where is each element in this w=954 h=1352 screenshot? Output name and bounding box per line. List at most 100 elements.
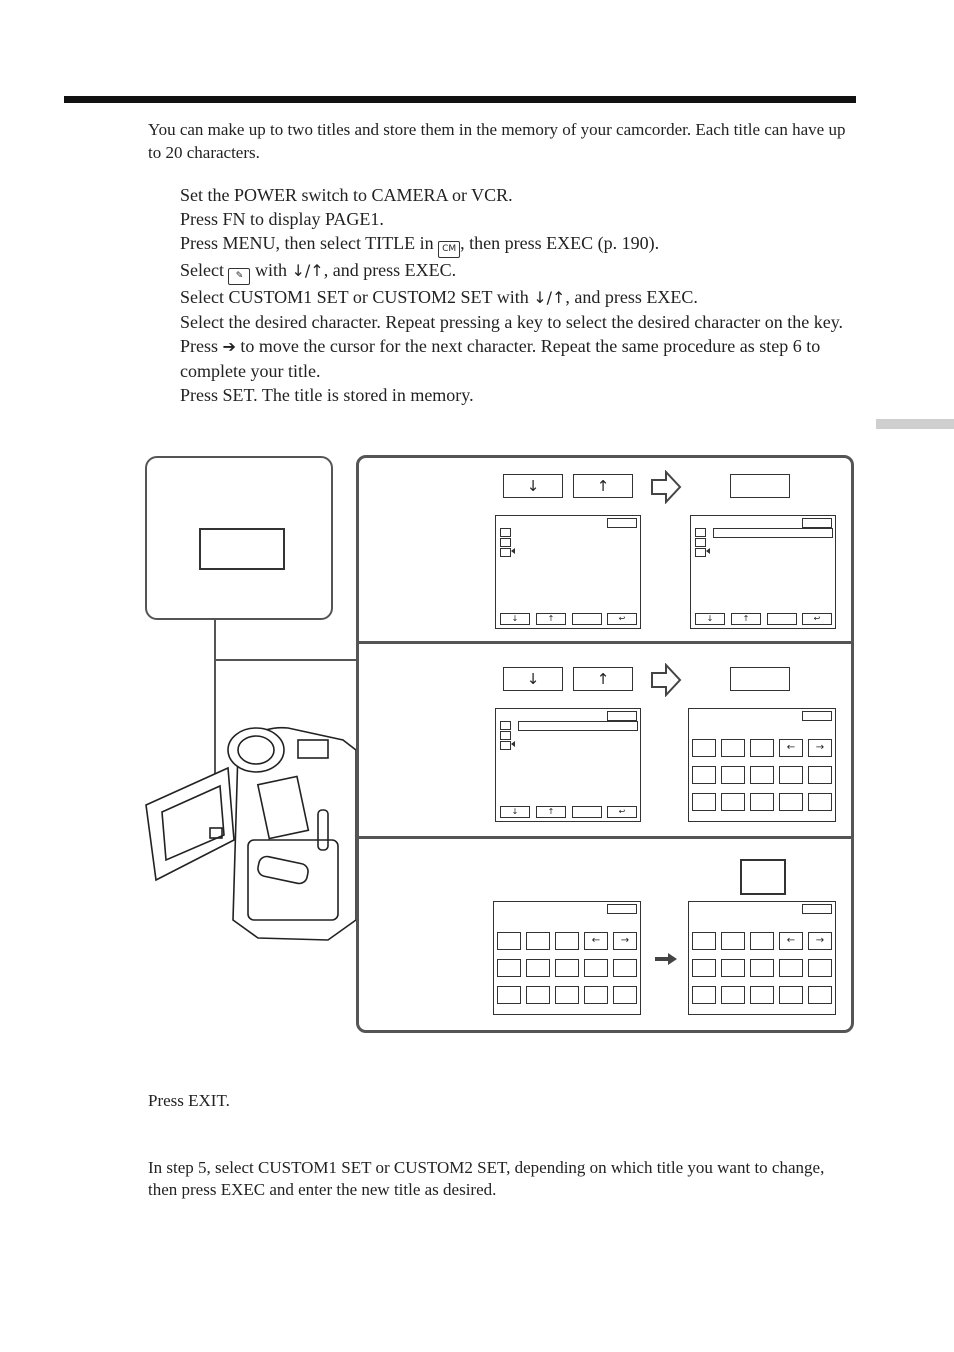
down-button[interactable]: ↓ [500, 613, 530, 625]
section-top-rule [64, 96, 856, 103]
exec-button[interactable] [730, 474, 790, 498]
step-8: Press SET. The title is stored in memory… [180, 385, 474, 405]
lcd-screen-keyboard-result: ← → [688, 901, 836, 1015]
intro-paragraph: You can make up to two titles and store … [148, 120, 846, 162]
step-6: Select the desired character. Repeat pre… [180, 312, 844, 332]
char-key[interactable] [808, 959, 832, 977]
char-key[interactable] [750, 766, 774, 784]
char-key[interactable] [555, 959, 579, 977]
right-arrow-icon: ➔ [222, 337, 236, 356]
step-5: Select CUSTOM1 SET or CUSTOM2 SET with ↓… [180, 287, 698, 307]
char-key[interactable] [779, 793, 803, 811]
char-key[interactable] [750, 793, 774, 811]
char-key[interactable] [692, 932, 716, 950]
step-4: Select ✎ with ↓/↑, and press EXEC. [180, 258, 850, 285]
next-step-arrow-icon [651, 663, 682, 697]
panel-divider [359, 641, 851, 644]
char-key[interactable] [779, 959, 803, 977]
down-button[interactable]: ↓ [503, 474, 563, 498]
exec-button[interactable] [572, 806, 602, 818]
tape-icon [500, 538, 511, 547]
up-button[interactable]: ↑ [573, 667, 633, 691]
step-7: Press ➔ to move the cursor for the next … [180, 336, 821, 381]
char-key[interactable] [497, 932, 521, 950]
return-button[interactable]: ↩ [607, 806, 637, 818]
char-key[interactable] [692, 793, 716, 811]
exec-button[interactable] [572, 613, 602, 625]
return-button[interactable]: ↩ [607, 613, 637, 625]
char-key[interactable] [692, 986, 716, 1004]
camcorder-illustration [145, 726, 357, 941]
screen-steps-panel: ↓ ↑ ↓ ↑ ↩ ↓ ↑ ↩ ↓ ↑ ↓ ↑ [356, 455, 854, 1033]
char-key[interactable] [584, 959, 608, 977]
folder-icon [500, 721, 511, 730]
pen-square-icon: ✎ [228, 268, 251, 285]
char-key[interactable] [808, 793, 832, 811]
exec-button[interactable] [767, 613, 797, 625]
step-3: Press MENU, then select TITLE in CM, the… [180, 231, 850, 258]
selected-item-highlight [713, 528, 833, 538]
up-button[interactable]: ↑ [536, 613, 566, 625]
char-key[interactable] [555, 986, 579, 1004]
cursor-right-key[interactable]: → [808, 739, 832, 757]
down-button[interactable]: ↓ [500, 806, 530, 818]
cursor-left-key[interactable]: ← [779, 932, 803, 950]
menu-button-callout [145, 456, 333, 620]
lcd-screen-custom-set: ↓ ↑ ↩ [495, 708, 641, 822]
char-key[interactable] [750, 739, 774, 757]
char-key[interactable] [526, 959, 550, 977]
connector-line [214, 618, 216, 836]
screen-indicator [607, 904, 637, 914]
folder-icon [695, 528, 706, 537]
char-key[interactable] [692, 959, 716, 977]
panel-divider [359, 836, 851, 839]
char-key[interactable] [692, 739, 716, 757]
char-key[interactable] [692, 766, 716, 784]
lcd-screen-keyboard-input: ← → [493, 901, 641, 1015]
chapter-side-tab [876, 419, 954, 429]
char-key[interactable] [497, 986, 521, 1004]
exec-button[interactable] [730, 667, 790, 691]
up-button[interactable]: ↑ [731, 613, 761, 625]
cursor-icon [511, 741, 515, 747]
down-button[interactable]: ↓ [503, 667, 563, 691]
cursor-left-key[interactable]: ← [584, 932, 608, 950]
set-button[interactable] [740, 859, 786, 895]
change-title-instruction: In step 5, select CUSTOM1 SET or CUSTOM2… [148, 1158, 825, 1199]
char-key[interactable] [750, 959, 774, 977]
char-key[interactable] [721, 986, 745, 1004]
cursor-right-key[interactable]: → [808, 932, 832, 950]
pen-square-icon [500, 741, 511, 750]
char-key[interactable] [555, 932, 579, 950]
down-button[interactable]: ↓ [695, 613, 725, 625]
cursor-icon [511, 548, 515, 554]
up-button[interactable]: ↑ [536, 806, 566, 818]
pen-square-icon [500, 548, 511, 557]
char-key[interactable] [721, 932, 745, 950]
char-key[interactable] [750, 986, 774, 1004]
char-key[interactable] [721, 766, 745, 784]
lcd-screen-menu: ↓ ↑ ↩ [495, 515, 641, 629]
tape-icon [500, 731, 511, 740]
char-key[interactable] [526, 986, 550, 1004]
screen-indicator [607, 518, 637, 528]
folder-icon [500, 528, 511, 537]
cursor-left-key[interactable]: ← [779, 739, 803, 757]
char-key[interactable] [721, 959, 745, 977]
char-key[interactable] [613, 959, 637, 977]
char-key[interactable] [613, 986, 637, 1004]
char-key[interactable] [808, 766, 832, 784]
char-key[interactable] [721, 739, 745, 757]
char-key[interactable] [779, 766, 803, 784]
char-key[interactable] [526, 932, 550, 950]
char-key[interactable] [497, 959, 521, 977]
up-button[interactable]: ↑ [573, 474, 633, 498]
return-button[interactable]: ↩ [802, 613, 832, 625]
char-key[interactable] [779, 986, 803, 1004]
char-key[interactable] [750, 932, 774, 950]
char-key[interactable] [808, 986, 832, 1004]
char-key[interactable] [584, 986, 608, 1004]
cursor-right-key[interactable]: → [613, 932, 637, 950]
menu-button-illustration [199, 528, 285, 570]
char-key[interactable] [721, 793, 745, 811]
